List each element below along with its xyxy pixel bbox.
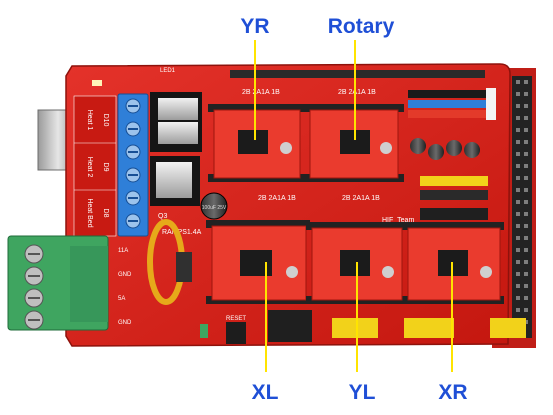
heat-1-label: Heat 1: [86, 110, 93, 131]
gnd-label-1: GND: [118, 272, 132, 278]
socket-label-2: 2B 2A1A 1B: [338, 89, 376, 96]
callout-xr: XR: [438, 381, 468, 404]
power-label-11a: 11A: [118, 248, 128, 254]
reset-button: [226, 322, 246, 344]
brand-label: RAMPS1.4A: [162, 229, 202, 236]
driver-module-xl: [206, 220, 310, 304]
heat-2-label: Heat 2: [86, 157, 93, 178]
q3-label: Q3: [158, 213, 167, 220]
driver-module-xr: [404, 222, 504, 304]
d9-label: D9: [102, 163, 109, 172]
blue-screw-terminal: [117, 93, 149, 237]
socket-label-1: 2B 2A1A 1B: [242, 89, 280, 96]
team-label: HIF_Team: [382, 217, 414, 224]
d8-label: D8: [102, 209, 109, 218]
callout-xl: XL: [251, 381, 279, 404]
led-label: LED1: [160, 68, 176, 74]
reset-label: RESET: [226, 316, 246, 322]
power-label-5a: 5A: [118, 296, 125, 302]
callout-rotary: Rotary: [327, 15, 395, 38]
socket-label-3: 2B 2A1A 1B: [258, 195, 296, 202]
callout-yr: YR: [240, 15, 270, 38]
d10-label: D10: [102, 114, 109, 127]
driver-module-yr: [208, 104, 306, 182]
capacitor-label: 100uF 25V: [202, 205, 227, 211]
gnd-label-2: GND: [118, 320, 132, 326]
callout-yl: YL: [348, 381, 376, 404]
heat-bed-label: Heat Bed: [86, 198, 93, 227]
socket-label-4: 2B 2A1A 1B: [342, 195, 380, 202]
